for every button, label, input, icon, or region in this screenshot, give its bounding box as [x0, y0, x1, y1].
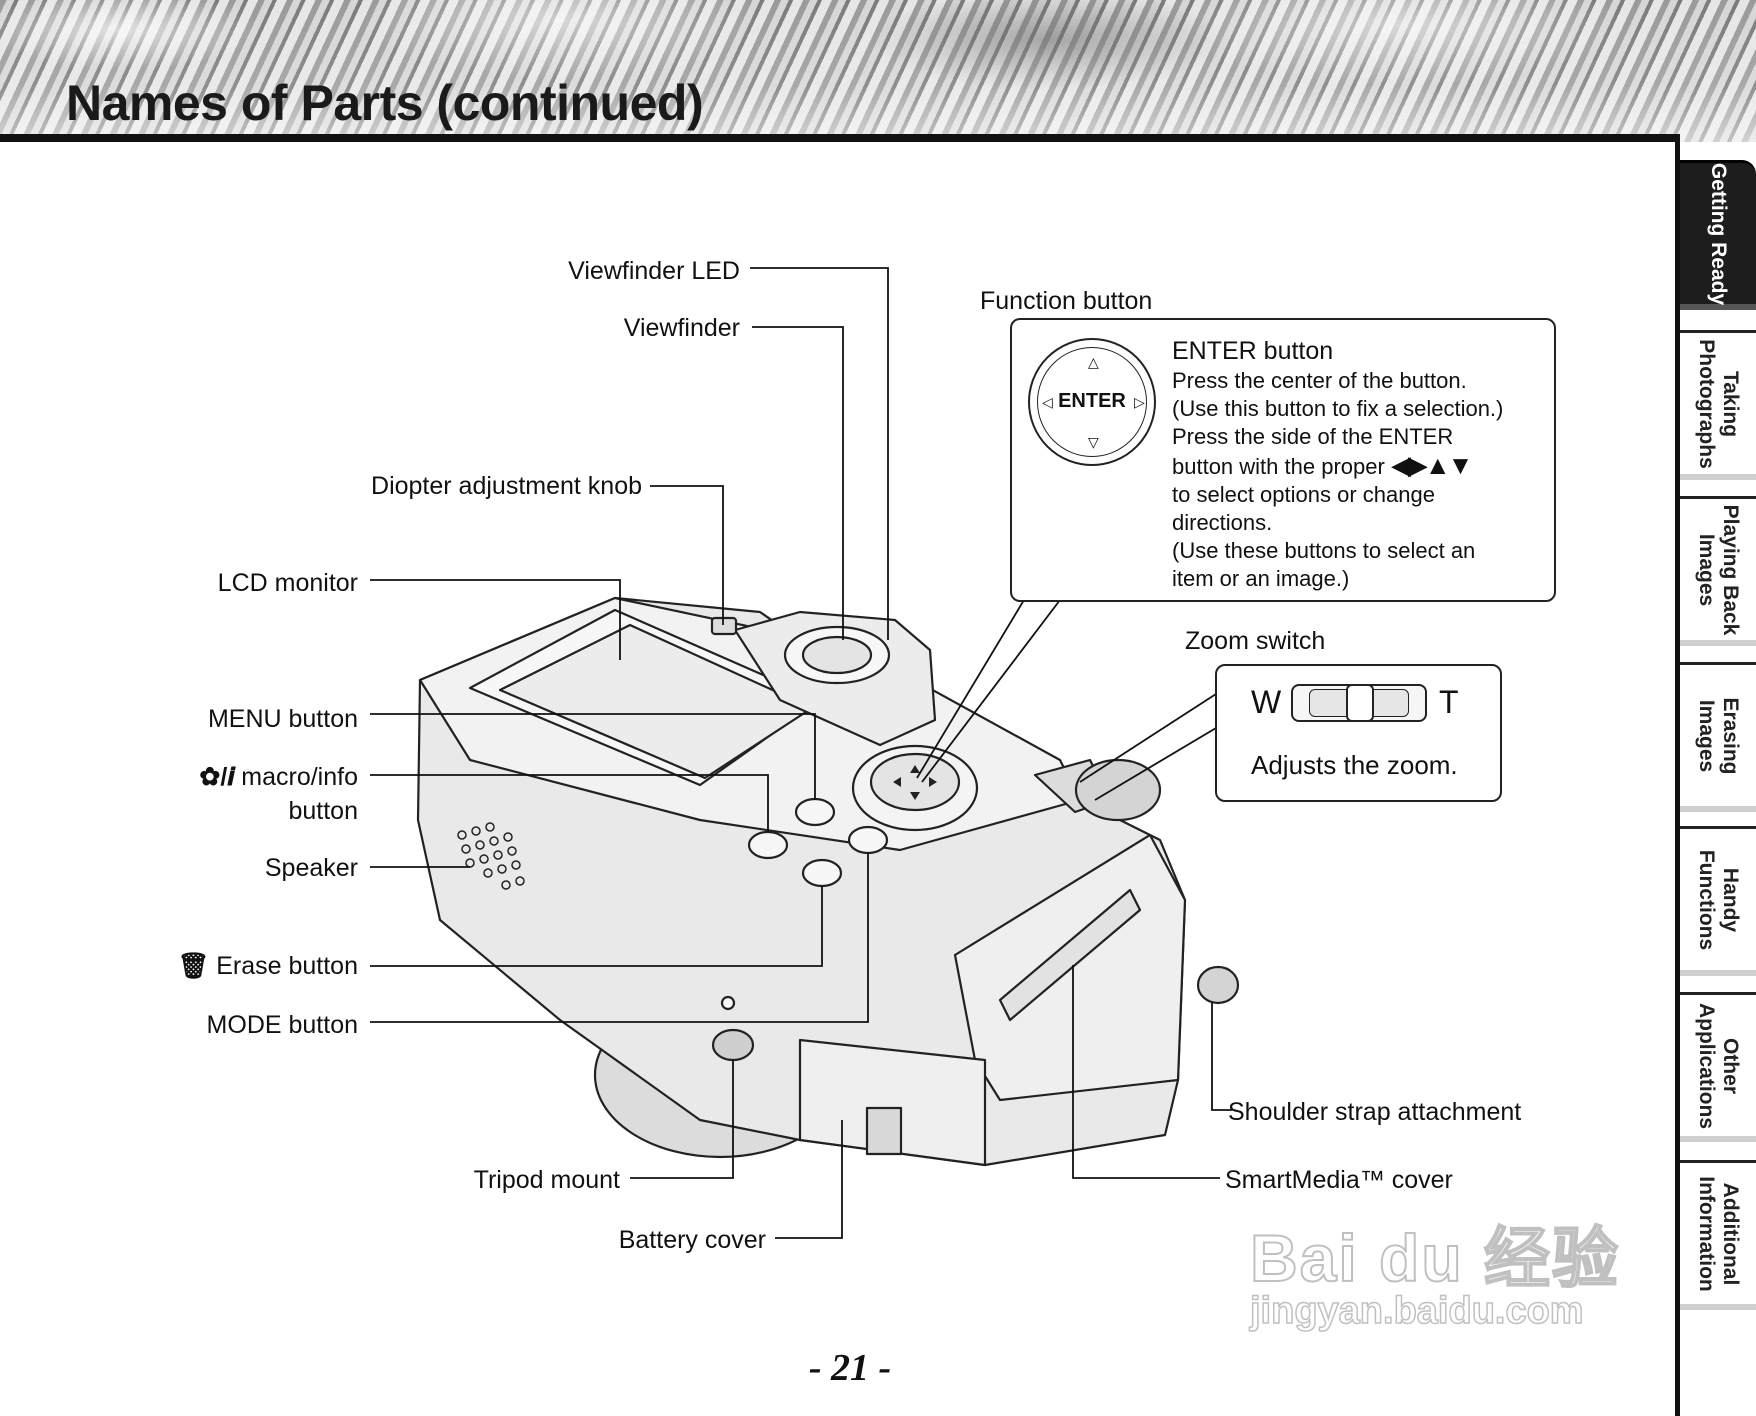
label-erase-button: 🗑 Erase button [177, 952, 358, 980]
label-viewfinder: Viewfinder [623, 314, 740, 342]
zoom-caption: Adjusts the zoom. [1251, 750, 1458, 780]
label-menu-button: MENU button [207, 705, 358, 733]
label-macro-info: ✿/𝒊 macro/info [199, 763, 358, 791]
label-tripod-mount: Tripod mount [473, 1166, 620, 1194]
direction-arrows-icon: ◀▶▲▼ [1390, 450, 1473, 480]
macro-icon: ✿/𝒊 [199, 763, 235, 791]
label-zoom-switch: Zoom switch [1185, 627, 1326, 655]
label-mode-button: MODE button [206, 1011, 358, 1039]
header-banner: Names of Parts (continued) [0, 0, 1756, 142]
tab-other-applications[interactable]: Other Applications [1680, 992, 1756, 1142]
enter-button-callout: △ ▽ ◁ ▷ ENTER [1010, 318, 1556, 602]
enter-down-arrow-icon: ▽ [1088, 434, 1099, 450]
header-rule [0, 134, 1680, 142]
zoom-slider-icon [1291, 684, 1427, 722]
label-lcd-monitor: LCD monitor [217, 569, 358, 597]
label-battery-cover: Battery cover [618, 1226, 766, 1254]
label-smartmedia-cover: SmartMedia™ cover [1225, 1166, 1453, 1194]
label-macro-info-2: button [288, 797, 358, 825]
tab-handy-functions[interactable]: Handy Functions [1680, 826, 1756, 976]
page-title: Names of Parts (continued) [66, 75, 704, 131]
enter-description: ENTER button Press the center of the but… [1172, 335, 1542, 593]
zoom-t-label: T [1439, 684, 1459, 720]
zoom-w-label: W [1251, 684, 1282, 720]
label-speaker: Speaker [264, 854, 358, 882]
tab-playing-back-images[interactable]: Playing Back Images [1680, 496, 1756, 646]
label-viewfinder-led: Viewfinder LED [568, 257, 740, 285]
enter-right-arrow-icon: ▷ [1134, 394, 1145, 410]
enter-up-arrow-icon: △ [1088, 354, 1099, 370]
page-number: - 21 - [808, 1347, 892, 1389]
zoom-switch-callout: W T Adjusts the zoom. [1215, 664, 1502, 802]
tab-erasing-images[interactable]: Erasing Images [1680, 662, 1756, 812]
label-shoulder-strap: Shoulder strap attachment [1228, 1098, 1522, 1126]
enter-dial-label: ENTER [1058, 390, 1126, 412]
tab-rule [1675, 142, 1680, 1416]
baidu-watermark: Bai du 经验 [1249, 1220, 1621, 1296]
tab-getting-ready[interactable]: Getting Ready [1680, 160, 1756, 310]
label-diopter-knob: Diopter adjustment knob [371, 472, 642, 500]
trash-icon: 🗑 [177, 952, 210, 980]
tab-additional-information[interactable]: Additional Information [1680, 1160, 1756, 1310]
enter-left-arrow-icon: ◁ [1042, 394, 1053, 410]
enter-dial: △ ▽ ◁ ▷ ENTER [1028, 338, 1156, 466]
enter-heading: ENTER button [1172, 337, 1334, 365]
tab-taking-photographs[interactable]: Taking Photographs [1680, 330, 1756, 480]
label-function-button: Function button [980, 287, 1153, 315]
baidu-watermark-url: jingyan.baidu.com [1249, 1289, 1584, 1333]
